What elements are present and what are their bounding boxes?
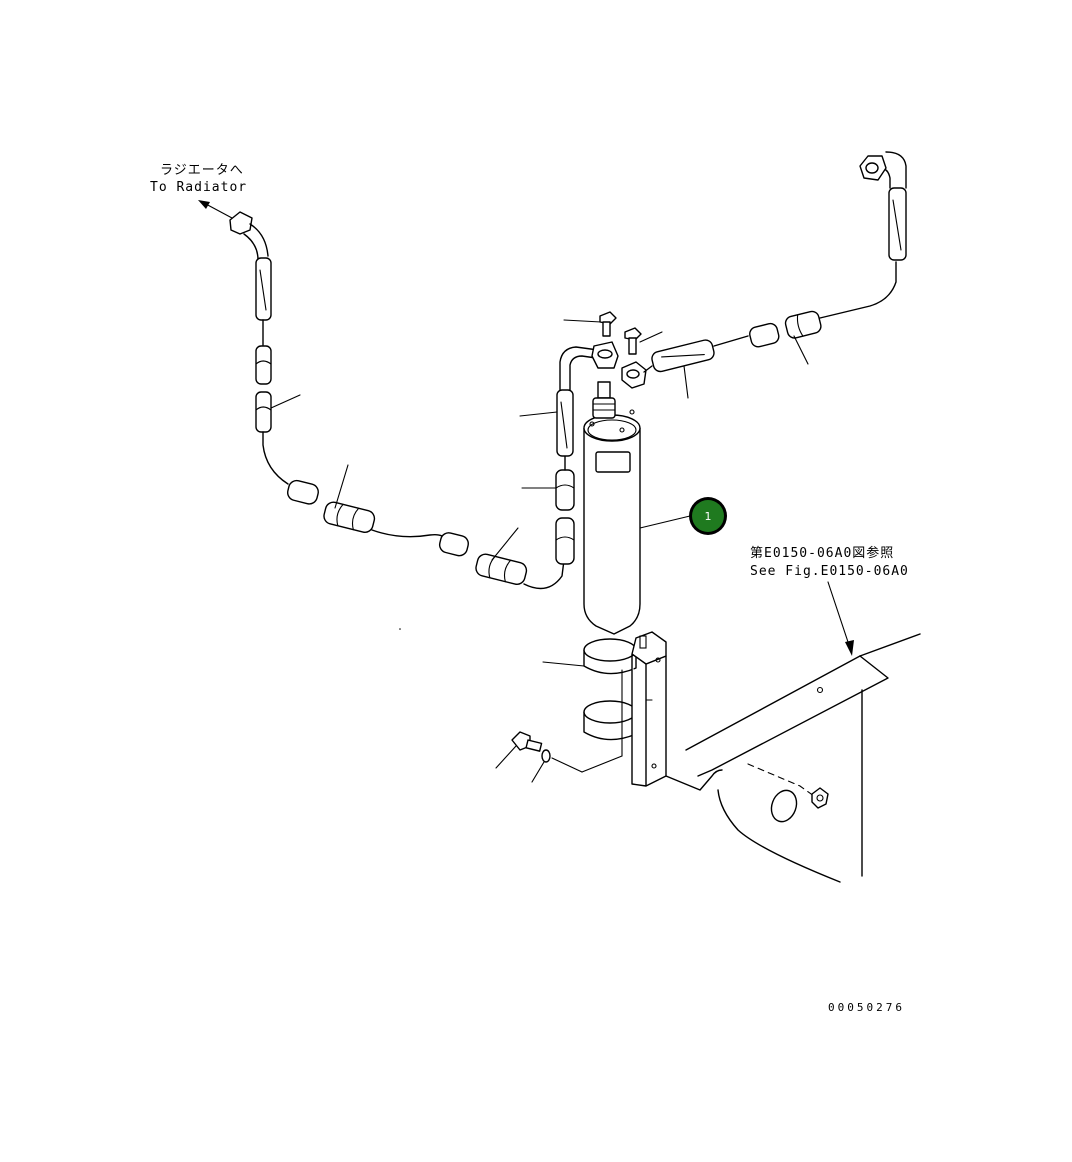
right-hose-assembly (643, 151, 907, 399)
label-seefig-jp: 第E0150-06A0図参照 (750, 545, 894, 561)
drawing-code: 00050276 (828, 1001, 905, 1014)
mounting-frame (665, 633, 921, 883)
part-callout-number: 1 (705, 510, 712, 523)
seefig-arrow (827, 581, 854, 656)
label-radiator-en: To Radiator (150, 180, 247, 195)
part-callout-1[interactable]: 1 (689, 497, 727, 535)
left-hose-assembly (229, 211, 599, 590)
label-seefig-en: See Fig.E0150-06A0 (750, 564, 909, 579)
top-fittings (563, 311, 663, 389)
clamp-bands (542, 638, 637, 741)
radiator-arrow (198, 200, 233, 219)
label-radiator-jp: ラジエータへ (160, 163, 244, 178)
receiver-drier (583, 381, 691, 635)
bolt-washer (495, 731, 551, 783)
